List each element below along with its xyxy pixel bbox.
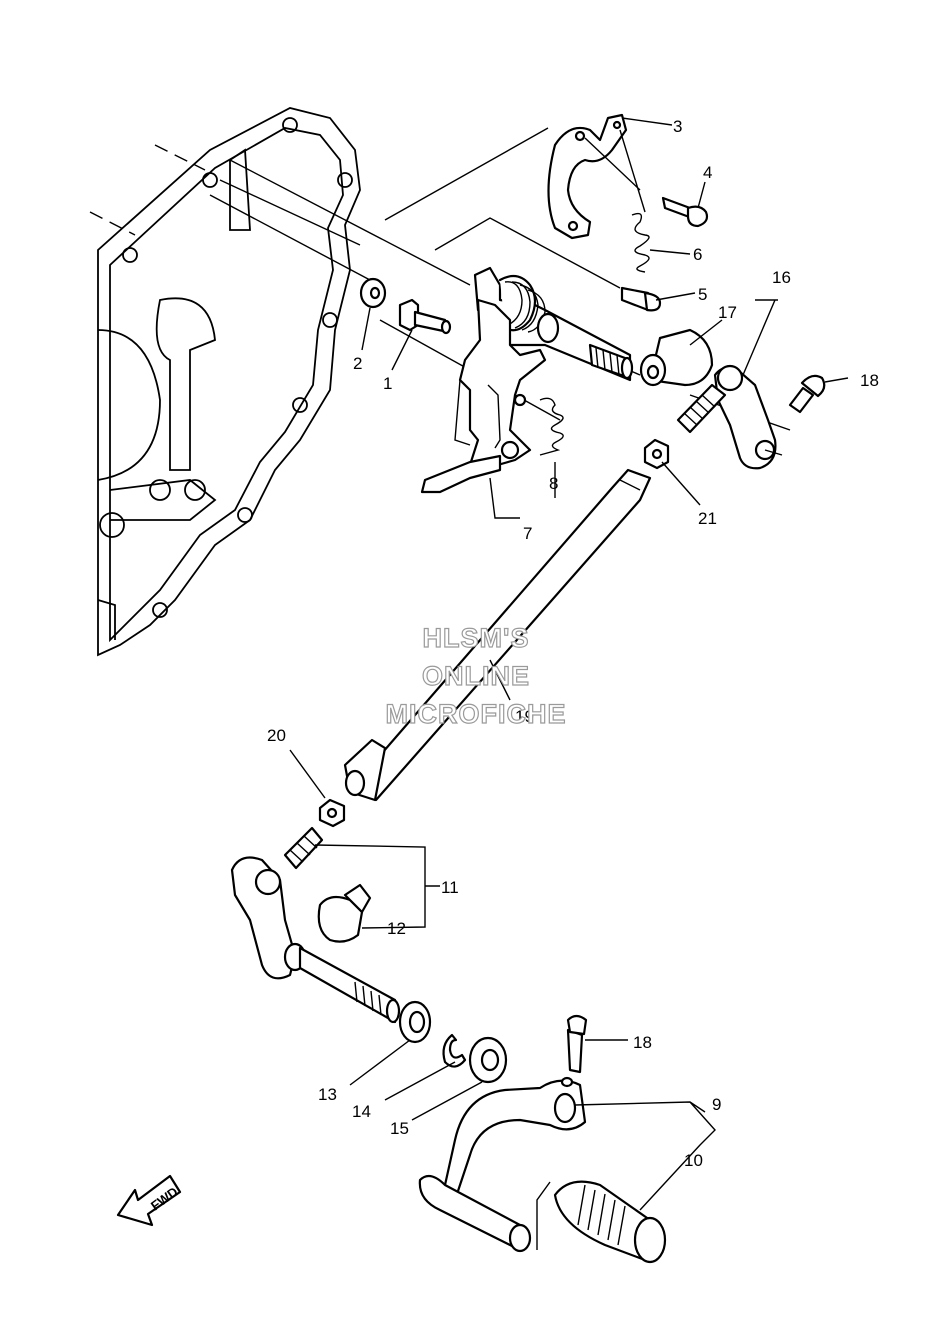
lower-nut (318, 798, 346, 828)
stopper-spring (631, 212, 650, 273)
oil-seal (398, 1000, 432, 1044)
shift-pedal (418, 1076, 587, 1253)
pedal-dash-link (536, 1181, 551, 1250)
callout-21: 21 (698, 509, 717, 528)
watermark-line-3: MICROFICHE (386, 699, 567, 729)
watermark: HLSM'S ONLINE MICROFICHE (385, 622, 567, 729)
plate-bolt (661, 196, 709, 228)
lower-rod-joint (317, 883, 372, 943)
collar-bolt-1 (398, 298, 452, 335)
callout-2: 2 (353, 354, 362, 373)
arm-spring (539, 397, 564, 456)
callout-5: 5 (698, 285, 707, 304)
callout-7: 7 (523, 524, 532, 543)
shift-shaft (420, 266, 634, 494)
callout-3: 3 (673, 117, 682, 136)
stopper-pin (620, 286, 662, 312)
upper-rod-joint (639, 328, 714, 387)
callout-15: 15 (390, 1119, 409, 1138)
callout-18-upper: 18 (860, 371, 879, 390)
callout-4: 4 (703, 163, 712, 182)
upper-nut (643, 438, 670, 470)
callout-8: 8 (549, 474, 558, 493)
fwd-arrow-icon: FWD (116, 1174, 182, 1227)
callout-19: 19 (515, 707, 534, 726)
callout-16: 16 (772, 268, 791, 287)
watermark-line-2: ONLINE (422, 661, 530, 691)
callout-13: 13 (318, 1085, 337, 1104)
shift-guide-plate (547, 113, 628, 240)
callout-14: 14 (352, 1102, 371, 1121)
upper-shift-arm (676, 364, 783, 470)
pedal-bolt (566, 1014, 588, 1074)
washer-2 (359, 277, 387, 309)
callout-18-lower: 18 (633, 1033, 652, 1052)
callout-20: 20 (267, 726, 286, 745)
callout-6: 6 (693, 245, 702, 264)
washer-15 (468, 1036, 508, 1084)
callout-11: 11 (441, 878, 459, 897)
crankcase-housing (89, 107, 361, 657)
callout-10: 10 (684, 1151, 703, 1170)
circlip (442, 1033, 467, 1068)
callout-labels: 2 1 3 4 6 5 16 17 18 8 7 21 19 20 11 12 … (267, 117, 879, 1170)
upper-arm-bolt (788, 374, 826, 414)
shift-rod (343, 468, 652, 802)
pedal-rubber (553, 1180, 667, 1264)
callout-leaders (289, 117, 849, 1211)
callout-1: 1 (383, 374, 392, 393)
lower-splined-shaft (283, 942, 401, 1024)
watermark-line-1: HLSM'S (423, 623, 530, 653)
callout-12: 12 (387, 919, 406, 938)
callout-17: 17 (718, 303, 737, 322)
callout-9: 9 (712, 1095, 721, 1114)
